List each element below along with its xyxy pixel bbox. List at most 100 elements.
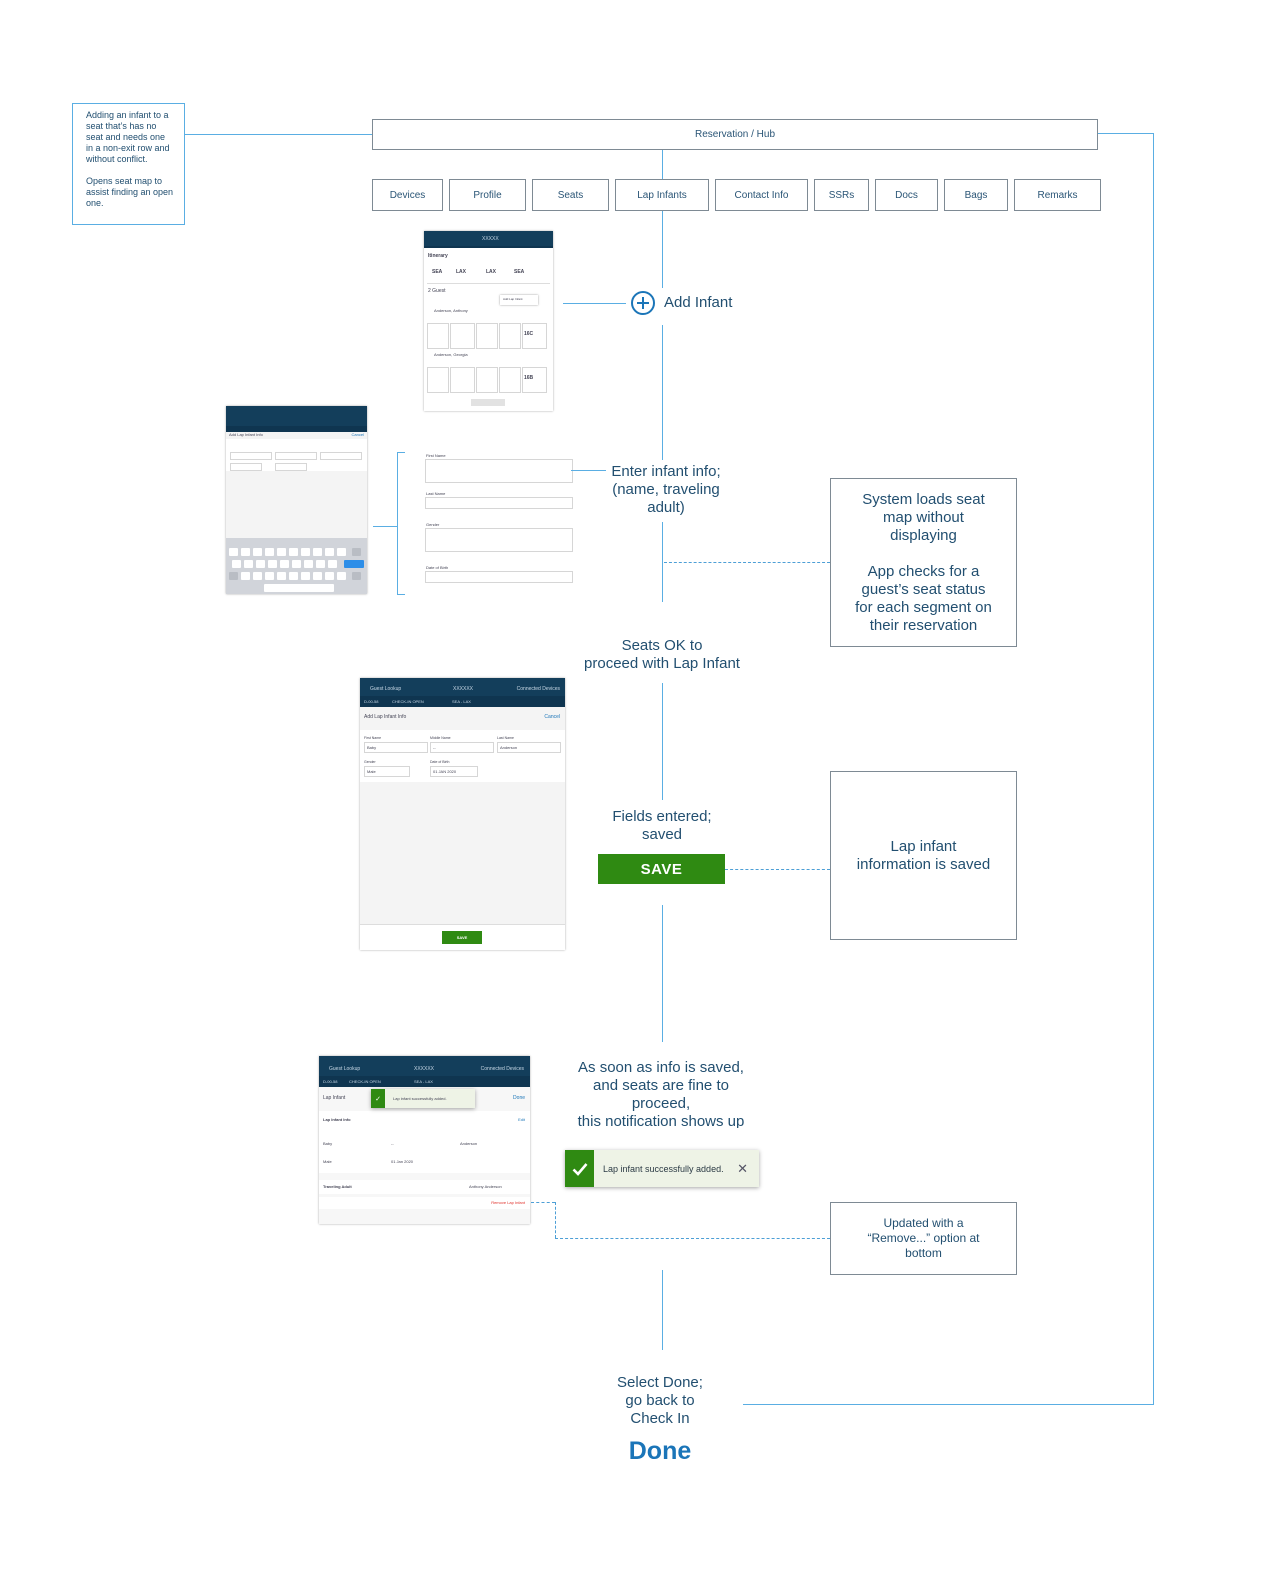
screen-result: Guest Lookup XXXXXX Connected Devices D-… bbox=[319, 1056, 530, 1224]
tab-devices[interactable]: Devices bbox=[372, 179, 443, 211]
kbd-form-title: Add Lap Infant Info bbox=[229, 432, 263, 437]
form-save-button[interactable]: SAVE bbox=[442, 931, 482, 944]
itinerary-header: XXXXX bbox=[482, 236, 499, 242]
segment-to: LAX bbox=[456, 269, 466, 275]
segment-from: LAX bbox=[486, 269, 496, 275]
close-icon[interactable]: ✕ bbox=[737, 1160, 748, 1176]
done-button[interactable]: Done bbox=[628, 1437, 692, 1465]
form-flight: D-00-58 bbox=[364, 699, 379, 704]
mini-toast-text: Lap infant successfully added. bbox=[393, 1096, 447, 1101]
form-gender-value: Male bbox=[367, 769, 376, 774]
result-traveling-adult: Anthony Anderson bbox=[469, 1184, 502, 1189]
zoom-gender-field[interactable] bbox=[425, 528, 573, 552]
tab-label: Docs bbox=[895, 189, 918, 201]
connector-form-enter bbox=[571, 470, 606, 471]
flow-line-2 bbox=[662, 325, 663, 460]
form-gender-field[interactable]: Male bbox=[364, 766, 410, 777]
screen-itinerary: XXXXX Itinerary SEA LAX LAX SEA 2 Guest … bbox=[424, 231, 553, 411]
tab-profile[interactable]: Profile bbox=[449, 179, 526, 211]
result-first-name: Baby bbox=[323, 1141, 333, 1146]
add-infant-menu[interactable]: Add Lap Infant bbox=[500, 295, 538, 305]
result-status: CHECK-IN OPEN bbox=[349, 1079, 381, 1084]
save-button[interactable]: SAVE bbox=[598, 854, 725, 884]
hub-title: Reservation / Hub bbox=[694, 129, 776, 140]
intro-note-line1: Adding an infant to a seat that’s has no… bbox=[86, 110, 170, 164]
remove-lap-infant-link[interactable]: Remove Lap Infant bbox=[491, 1200, 525, 1205]
guests-label: 2 Guest bbox=[428, 288, 446, 294]
intro-note: Adding an infant to a seat that’s has no… bbox=[72, 103, 185, 225]
result-devices[interactable]: Connected Devices bbox=[480, 1066, 524, 1072]
tab-seats[interactable]: Seats bbox=[532, 179, 609, 211]
tab-label: Bags bbox=[964, 189, 988, 201]
result-header: XXXXXX bbox=[414, 1066, 435, 1072]
result-edit[interactable]: Edit bbox=[518, 1117, 525, 1122]
zoom-dob-label: Date of Birth bbox=[426, 565, 449, 570]
result-gender: Male bbox=[323, 1159, 332, 1164]
guest-row-2[interactable]: Anderson, Georgia bbox=[434, 352, 468, 357]
tab-lap-infants[interactable]: Lap Infants bbox=[615, 179, 709, 211]
tab-label: Profile bbox=[473, 189, 502, 201]
connector-remove-h2 bbox=[555, 1238, 830, 1239]
tab-label: Contact Info bbox=[734, 189, 789, 201]
result-route: SEA - LAX bbox=[414, 1079, 433, 1084]
tab-remarks[interactable]: Remarks bbox=[1014, 179, 1101, 211]
screen-keyboard-form: Add Lap Infant Info Cancel bbox=[226, 406, 367, 594]
zoom-last-name-field[interactable] bbox=[425, 497, 573, 509]
form-middle-name-field[interactable]: -- bbox=[430, 742, 494, 753]
form-first-name-field[interactable]: Baby bbox=[364, 742, 428, 753]
flow-line-4 bbox=[662, 683, 663, 800]
result-back[interactable]: Guest Lookup bbox=[329, 1066, 361, 1072]
form-first-name-label: First Name bbox=[364, 736, 382, 740]
zoom-first-name-field[interactable] bbox=[425, 459, 573, 483]
form-middle-name-label: Middle Name bbox=[430, 736, 451, 740]
form-dob-label: Date of Birth bbox=[430, 760, 450, 764]
flow-line-5 bbox=[662, 905, 663, 1042]
form-back[interactable]: Guest Lookup bbox=[370, 686, 402, 692]
form-last-name-field[interactable]: Anderson bbox=[497, 742, 561, 753]
kbd-form-cancel[interactable]: Cancel bbox=[351, 432, 364, 437]
form-cancel[interactable]: Cancel bbox=[544, 714, 560, 720]
form-last-name-label: Last Name bbox=[497, 736, 514, 740]
tab-contact-info[interactable]: Contact Info bbox=[715, 179, 808, 211]
tab-bags[interactable]: Bags bbox=[944, 179, 1008, 211]
connector-system-note bbox=[664, 562, 830, 563]
flow-line-6 bbox=[662, 1270, 663, 1350]
form-dob-value: 01 JAN 2020 bbox=[433, 769, 457, 774]
keyboard[interactable] bbox=[226, 538, 367, 594]
itinerary-section: Itinerary bbox=[428, 253, 448, 259]
guest-row-1[interactable]: Anderson, Anthony bbox=[434, 308, 468, 313]
toast-notification: Lap infant successfully added. ✕ bbox=[565, 1150, 759, 1187]
tab-label: Remarks bbox=[1037, 189, 1078, 201]
hub-box[interactable]: Reservation / Hub bbox=[372, 119, 1098, 150]
select-done-label: Select Done; go back to Check In bbox=[617, 1374, 703, 1427]
enter-info-label: Enter infant info; (name, traveling adul… bbox=[611, 463, 721, 516]
zoom-dob-field[interactable] bbox=[425, 571, 573, 583]
tab-label: SSRs bbox=[828, 189, 855, 201]
connector-return-loop bbox=[1153, 133, 1154, 1405]
tab-ssrs[interactable]: SSRs bbox=[814, 179, 869, 211]
form-route: SEA - LAX bbox=[452, 699, 471, 704]
form-dob-field[interactable]: 01 JAN 2020 bbox=[430, 766, 478, 777]
seat-2: 16B bbox=[524, 375, 534, 381]
zoom-last-name-label: Last Name bbox=[426, 491, 446, 496]
tab-label: Lap Infants bbox=[637, 189, 687, 201]
tab-docs[interactable]: Docs bbox=[875, 179, 938, 211]
bracket-top bbox=[397, 452, 405, 453]
connector-hub-tabs bbox=[662, 150, 663, 179]
info-saved-note: Lap infant information is saved bbox=[830, 771, 1017, 940]
menu-item-label: Add Lap Infant bbox=[503, 297, 523, 301]
form-devices[interactable]: Connected Devices bbox=[516, 686, 560, 692]
plus-circle-icon[interactable] bbox=[630, 290, 656, 316]
result-dob: 01 Jan 2020 bbox=[391, 1159, 414, 1164]
add-infant-label[interactable]: Add Infant bbox=[664, 294, 733, 311]
form-header: XXXXXX bbox=[453, 686, 474, 692]
connector-done-return bbox=[743, 1404, 1154, 1405]
zoom-first-name-label: First Name bbox=[426, 453, 446, 458]
connector-hub-right bbox=[1098, 133, 1154, 134]
seats-ok-label: Seats OK to proceed with Lap Infant bbox=[584, 637, 740, 672]
check-icon bbox=[565, 1150, 594, 1187]
intro-note-line2: Opens seat map to assist finding an open… bbox=[86, 176, 174, 208]
result-done[interactable]: Done bbox=[513, 1095, 525, 1101]
connector-remove-v bbox=[555, 1202, 556, 1238]
result-middle-name: -- bbox=[391, 1141, 394, 1146]
